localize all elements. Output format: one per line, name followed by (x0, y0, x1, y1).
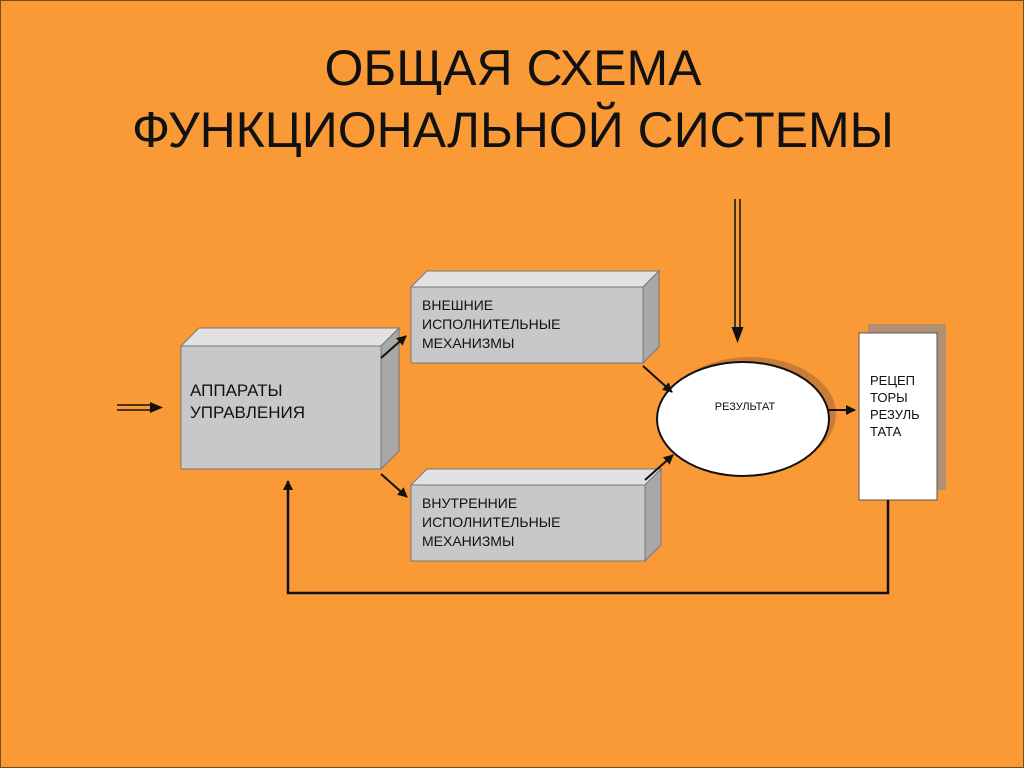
internal-mechanisms-box (409, 467, 663, 563)
arrow-control-to-external (380, 335, 407, 359)
result-label: РЕЗУЛЬТАТ (714, 401, 776, 413)
control-apparatus-box (179, 326, 401, 471)
slide-title: ОБЩАЯ СХЕМА ФУНКЦИОНАЛЬНОЙ СИСТЕМЫ (1, 37, 1024, 161)
external-mechanisms-label: ВНЕШНИЕ ИСПОЛНИТЕЛЬНЫЕ МЕХАНИЗМЫ (422, 297, 561, 351)
input-arrow (117, 402, 163, 413)
arrow-internal-to-result (644, 454, 674, 481)
control-apparatus-label: АППАРАТЫ УПРАВЛЕНИЯ (190, 381, 305, 422)
internal-mechanisms-label: ВНУТРЕННИЕ ИСПОЛНИТЕЛЬНЫЕ МЕХАНИЗМЫ (422, 495, 561, 549)
external-mechanisms-box (409, 269, 661, 365)
arrow-control-to-internal (380, 473, 408, 498)
feedback-arrow (283, 480, 890, 595)
title-line-1: ОБЩАЯ СХЕМА (324, 40, 702, 96)
arrow-external-to-result (642, 365, 673, 393)
receptors-box (858, 324, 946, 501)
title-line-2: ФУНКЦИОНАЛЬНОЙ СИСТЕМЫ (132, 102, 894, 158)
result-ellipse (656, 357, 836, 477)
top-input-arrow (731, 199, 744, 343)
receptors-label: РЕЦЕП ТОРЫ РЕЗУЛЬ ТАТА (870, 373, 920, 439)
